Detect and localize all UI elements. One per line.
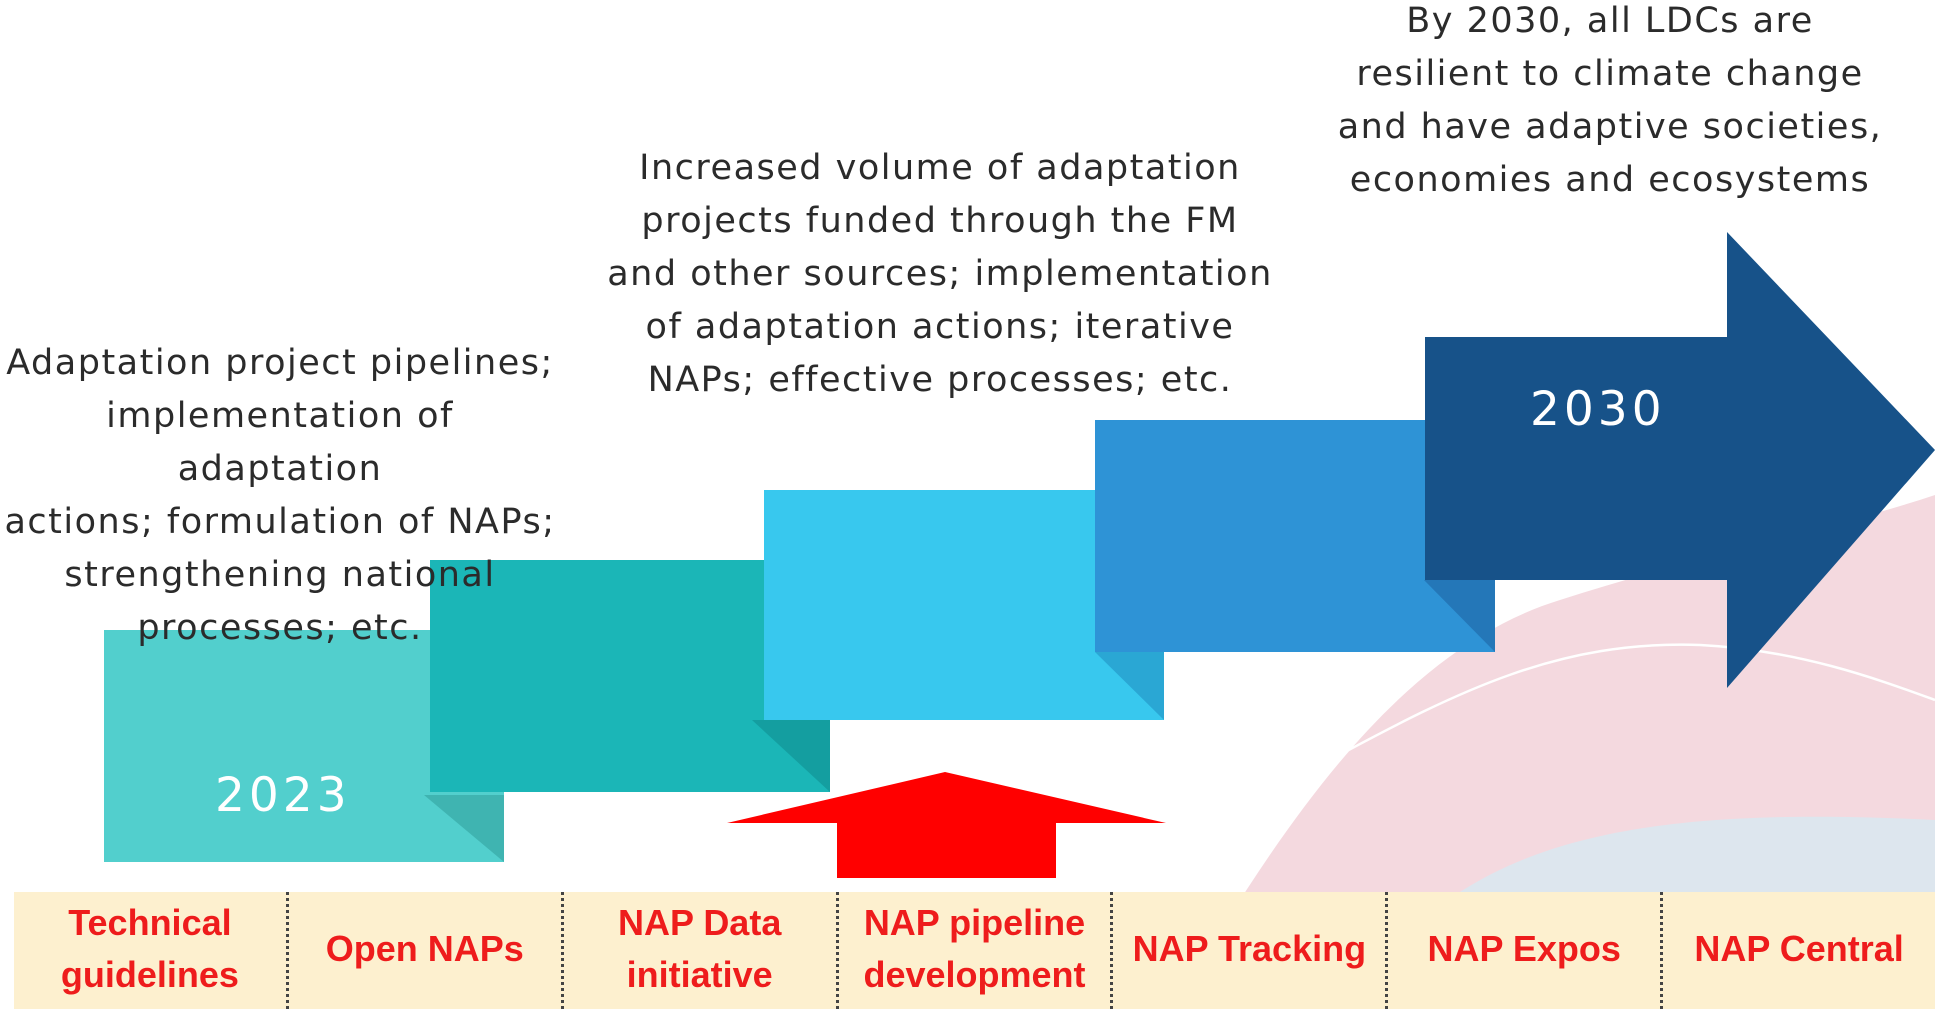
tool-nap-expos: NAP Expos [1388, 892, 1664, 1009]
step-4-fold [1424, 580, 1495, 652]
end-year-label: 2030 [1530, 382, 1666, 437]
step-3-fold [1095, 652, 1164, 720]
step-2-fold [752, 720, 830, 792]
step-1-shadow [424, 795, 504, 862]
tools-strip: Technical guidelines Open NAPs NAP Data … [14, 892, 1935, 1009]
tool-nap-central: NAP Central [1694, 927, 1904, 969]
start-year-label: 2023 [215, 768, 351, 823]
tool-nap-pipeline-development: NAP pipeline development [839, 892, 1114, 1009]
note-mid-term-outcomes: Increased volume of adaptation projects … [607, 148, 1273, 400]
step-5-arrow [1425, 232, 1935, 688]
step-2-block [430, 560, 830, 792]
note-2030-goal: By 2030, all LDCs are resilient to clima… [1337, 1, 1883, 200]
highlight-up-arrow [727, 772, 1166, 878]
tool-nap-tracking: NAP Tracking [1113, 892, 1389, 1009]
tool-open-naps: Open NAPs [289, 892, 564, 1009]
tool-technical-guidelines: Technical guidelines [14, 892, 289, 1009]
note-near-term-outcomes: Adaptation project pipelines; implementa… [4, 343, 556, 648]
background-curve-line [1329, 643, 1935, 762]
tool-nap-data-initiative: NAP Data initiative [564, 892, 839, 1009]
